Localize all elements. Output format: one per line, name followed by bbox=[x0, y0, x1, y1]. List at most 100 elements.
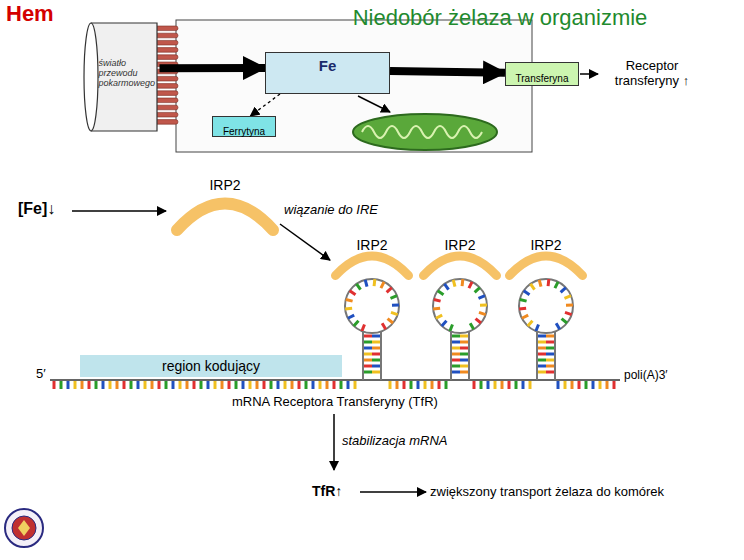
receptor-arrow bbox=[580, 73, 598, 75]
mrna-backbone bbox=[50, 379, 620, 381]
stem-strand bbox=[536, 331, 538, 380]
hairpin-loop bbox=[519, 279, 573, 333]
nucleotide bbox=[88, 381, 91, 389]
loop-base bbox=[392, 304, 399, 307]
mrna-label: mRNA Receptora Transferyny (TfR) bbox=[232, 394, 438, 409]
node-text: IRP2 bbox=[356, 237, 387, 253]
lumen-cylinder: światło przewodu pokarmowego bbox=[83, 22, 160, 132]
base-pair bbox=[538, 341, 546, 344]
loop-base bbox=[357, 284, 361, 290]
loop-base bbox=[365, 280, 367, 287]
nucleotide bbox=[417, 381, 420, 389]
base-pair bbox=[452, 359, 460, 362]
nucleotide bbox=[473, 381, 476, 389]
base-pair bbox=[372, 353, 380, 356]
nucleotide bbox=[270, 381, 273, 389]
base-pair bbox=[452, 371, 460, 374]
loop-base bbox=[519, 307, 526, 311]
base-pair bbox=[460, 341, 468, 344]
loop-base bbox=[391, 312, 398, 314]
loop-base bbox=[390, 296, 396, 299]
nucleotide bbox=[81, 381, 84, 389]
loop-base bbox=[388, 319, 393, 323]
irp2-bound: IRP2 bbox=[418, 236, 502, 280]
mitochondrion-cristae bbox=[362, 126, 482, 138]
nucleotide bbox=[340, 381, 343, 389]
base-pair bbox=[546, 347, 554, 350]
base-pair bbox=[538, 359, 546, 362]
edge-label: wiązanie do IRE bbox=[284, 202, 378, 217]
irp2-shape bbox=[330, 252, 414, 280]
nucleotide bbox=[277, 381, 280, 389]
irp2-shape bbox=[504, 252, 588, 280]
arrow-connector bbox=[390, 71, 505, 73]
nucleotide bbox=[487, 381, 490, 389]
coding-region-band: region kodujący bbox=[80, 355, 342, 377]
mrna-bases bbox=[54, 381, 614, 389]
loop-base bbox=[438, 291, 444, 295]
university-logo bbox=[5, 509, 43, 547]
base-pair bbox=[460, 371, 468, 374]
nucleotide bbox=[67, 381, 70, 389]
base-pair bbox=[372, 359, 380, 362]
nucleotide bbox=[123, 381, 126, 389]
nucleotide bbox=[158, 381, 161, 389]
nucleotide bbox=[263, 381, 266, 389]
nucleotide bbox=[403, 381, 406, 389]
loop-base bbox=[522, 315, 528, 318]
irp2-arch bbox=[510, 256, 583, 275]
cylinder-end bbox=[84, 23, 98, 131]
nucleotide bbox=[74, 381, 77, 389]
nucleotide bbox=[172, 381, 175, 389]
base-pair bbox=[460, 353, 468, 356]
base-pair bbox=[452, 365, 460, 368]
loop-base bbox=[461, 279, 465, 286]
transport-label: zwiększony transport żelaza do komórek bbox=[430, 484, 664, 499]
nucleotide bbox=[445, 381, 448, 389]
nucleotide bbox=[347, 381, 350, 389]
nucleotide bbox=[578, 381, 581, 389]
nucleotide bbox=[53, 381, 56, 389]
nucleotide bbox=[214, 381, 217, 389]
irp2-protein: IRP2 bbox=[170, 176, 280, 236]
base-pair bbox=[372, 347, 380, 350]
stem-strand bbox=[362, 331, 364, 380]
nucleotide bbox=[242, 381, 245, 389]
nucleotide bbox=[508, 381, 511, 389]
nucleotide bbox=[95, 381, 98, 389]
nucleotide bbox=[326, 381, 329, 389]
nucleotide bbox=[221, 381, 224, 389]
nucleotide bbox=[564, 381, 567, 389]
irp2-bound: IRP2 bbox=[330, 236, 414, 280]
nucleotide bbox=[354, 381, 357, 389]
nucleotide bbox=[424, 381, 427, 389]
loop-base bbox=[354, 321, 359, 326]
nucleotide bbox=[613, 381, 616, 389]
loop-base bbox=[555, 282, 558, 288]
nucleotide bbox=[256, 381, 259, 389]
node-text: Ferrytyna bbox=[223, 126, 265, 137]
loop-base bbox=[480, 304, 487, 307]
hairpin-loop bbox=[433, 279, 487, 333]
loop-base bbox=[350, 291, 356, 295]
base-pair bbox=[364, 347, 372, 350]
irp2-arch bbox=[336, 256, 409, 275]
transport-arrow bbox=[360, 491, 426, 493]
loop-base bbox=[539, 280, 541, 287]
iron-level-label: [Fe]↓ bbox=[18, 200, 55, 218]
node-text: Transferyna bbox=[516, 73, 569, 84]
nucleotide bbox=[592, 381, 595, 389]
node-text: IRP2 bbox=[444, 237, 475, 253]
nucleotide bbox=[179, 381, 182, 389]
nucleotide bbox=[529, 381, 532, 389]
nucleotide bbox=[200, 381, 203, 389]
tfr-up-label: TfR↑ bbox=[312, 483, 342, 499]
loop-base bbox=[442, 321, 447, 326]
base-pair bbox=[538, 365, 546, 368]
base-pair bbox=[460, 365, 468, 368]
loop-base bbox=[450, 325, 453, 331]
loop-base bbox=[561, 288, 566, 293]
base-pair bbox=[364, 353, 372, 356]
nucleotide bbox=[116, 381, 119, 389]
